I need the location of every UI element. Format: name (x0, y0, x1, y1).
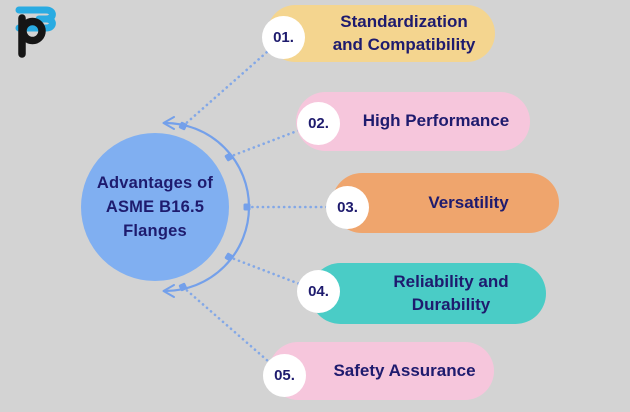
advantage-number-2: 02. (308, 115, 329, 132)
advantage-number-badge-1: 01. (262, 16, 305, 59)
arc-node-2 (224, 152, 234, 162)
connector-dotted-line-5 (181, 285, 286, 377)
advantage-number-badge-3: 03. (326, 186, 369, 229)
advantage-pill-4: Reliability and Durability (310, 263, 546, 324)
central-title-line-3: Flanges (123, 222, 187, 240)
arc-node-1 (178, 121, 188, 131)
arc-arrow-bottom-icon (162, 284, 175, 298)
advantage-label-4: Reliability and Durability (393, 272, 509, 314)
central-topic-title: Advantages of ASME B16.5 Flanges (82, 134, 228, 280)
central-title-line-1: Advantages of (96, 174, 214, 192)
advantage-number-4: 04. (308, 283, 329, 300)
advantage-number-badge-4: 04. (297, 270, 340, 313)
advantage-pill-3: Versatility (332, 173, 559, 233)
logo-letter-m (15, 6, 56, 32)
advantage-number-5: 05. (274, 367, 295, 384)
advantage-label-3: Versatility (428, 192, 509, 212)
central-title-line-2: ASME B16.5 (105, 198, 205, 216)
arc-node-4 (224, 252, 234, 262)
advantage-label-2: High Performance (362, 111, 510, 131)
advantage-number-3: 03. (337, 199, 358, 216)
central-topic-circle (81, 133, 229, 281)
advantage-number-1: 01. (273, 29, 294, 46)
advantage-number-badge-2: 02. (297, 102, 340, 145)
arc-node-5 (178, 282, 188, 292)
advantage-label-5: Safety Assurance (333, 360, 476, 380)
advantage-pill-1: Standardization and Compatibility (267, 5, 495, 62)
advantage-number-badge-5: 05. (263, 354, 306, 397)
arc-node-3 (243, 203, 251, 211)
logo-letter-p-bowl (19, 17, 46, 45)
advantage-label-1: Standardization and Compatibility (332, 12, 476, 54)
advantage-pill-2: High Performance (296, 92, 530, 151)
arc-arrow-top-icon (162, 116, 175, 130)
advantage-pill-5: Safety Assurance (269, 342, 494, 400)
pm-logo-icon (15, 6, 56, 58)
